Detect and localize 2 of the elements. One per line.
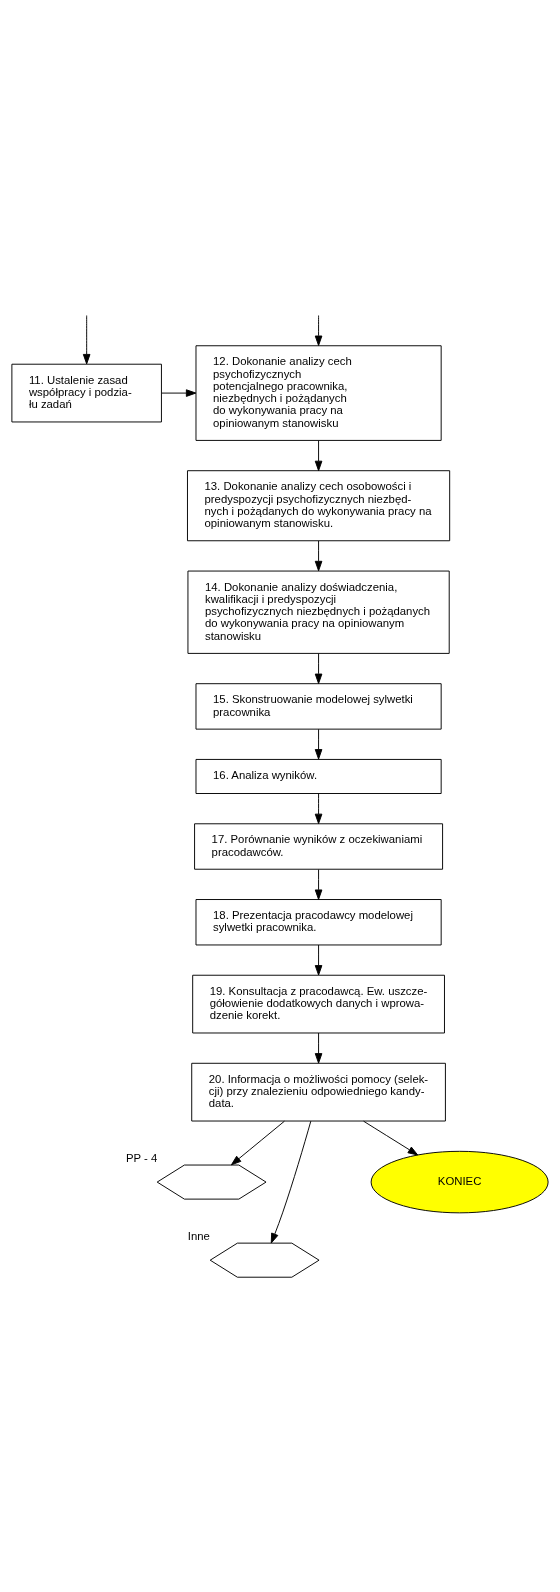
node-label: PP - 4 [125,1151,158,1164]
node-label: Inne [187,1229,210,1242]
